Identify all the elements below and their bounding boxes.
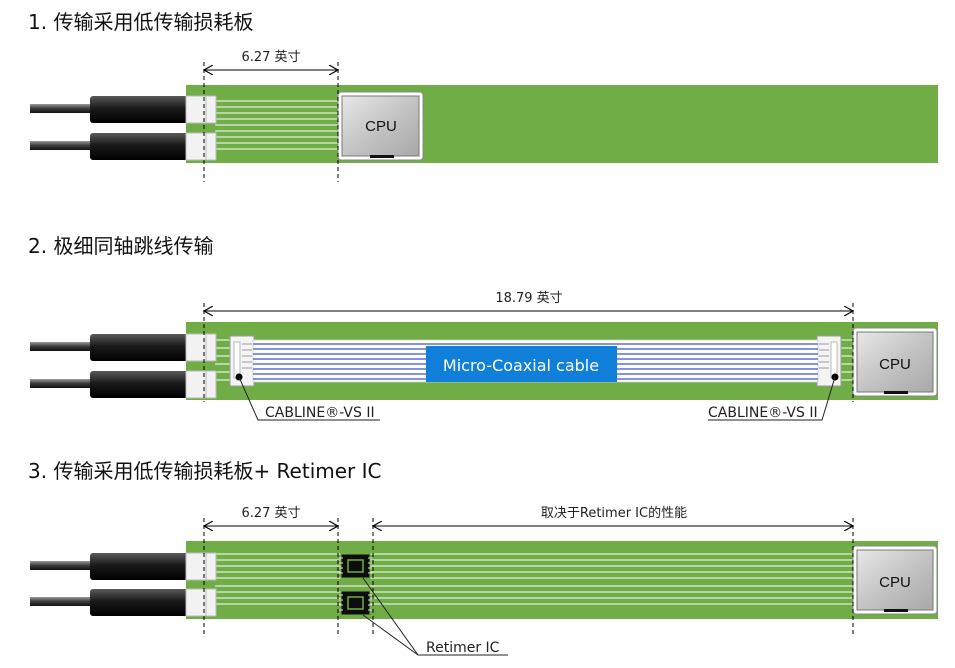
dimension-label: 18.79 英寸 bbox=[495, 291, 562, 306]
retimer-ic-bottom bbox=[339, 590, 372, 616]
signal-traces bbox=[215, 553, 856, 605]
section-3-title: 3. 传输采用低传输损耗板+ Retimer IC bbox=[28, 459, 382, 483]
dimension-label: 6.27 英寸 bbox=[241, 50, 300, 65]
cable-assembly-top bbox=[30, 333, 217, 362]
cpu-label: CPU bbox=[365, 118, 397, 135]
cable-assembly-bottom bbox=[30, 132, 217, 161]
section-2-title: 2. 极细同轴跳线传输 bbox=[28, 234, 213, 258]
cpu-label: CPU bbox=[879, 356, 911, 373]
section-3-dimension-left: 6.27 英寸 bbox=[204, 506, 338, 526]
connector-label-right: CABLINE®-VS II bbox=[708, 405, 818, 421]
dimension-label: 取决于Retimer IC的性能 bbox=[541, 505, 687, 521]
section-1-title: 1. 传输采用低传输损耗板 bbox=[28, 10, 253, 34]
connector-callouts bbox=[238, 376, 836, 421]
cpu-label: CPU bbox=[879, 574, 911, 591]
cpu-chip: CPU bbox=[852, 545, 938, 615]
guide-lines bbox=[203, 62, 339, 182]
cable-banner bbox=[426, 346, 617, 382]
cable-assembly-bottom bbox=[30, 370, 217, 399]
section-1: 1. 传输采用低传输损耗板 6.27 英寸 bbox=[28, 10, 938, 182]
cpu-chip: CPU bbox=[337, 91, 424, 161]
signal-traces bbox=[215, 100, 340, 150]
connector-label-left: CABLINE®-VS II bbox=[265, 405, 375, 421]
section-3-dimension-right: 取决于Retimer IC的性能 bbox=[373, 505, 853, 526]
connector-right bbox=[816, 335, 842, 387]
cable-assembly-top bbox=[30, 552, 217, 581]
cable-assembly-top bbox=[30, 95, 217, 124]
guide-lines bbox=[203, 518, 854, 634]
pcb-board bbox=[186, 85, 938, 163]
retimer-label: Retimer IC bbox=[426, 640, 500, 656]
cable-label: Micro-Coaxial cable bbox=[443, 356, 599, 375]
micro-coaxial-cable: Micro-Coaxial cable bbox=[252, 339, 819, 383]
connector-left bbox=[229, 335, 255, 387]
pcb-board bbox=[186, 541, 938, 619]
section-3: 3. 传输采用低传输损耗板+ Retimer IC 6.27 英寸 取决于Ret… bbox=[28, 459, 938, 656]
section-1-dimension: 6.27 英寸 bbox=[204, 50, 338, 70]
retimer-ic-top bbox=[339, 553, 372, 579]
cpu-chip: CPU bbox=[852, 327, 938, 397]
section-2: 2. 极细同轴跳线传输 18.79 英寸 bbox=[28, 234, 938, 421]
retimer-callouts bbox=[362, 577, 508, 656]
dimension-label: 6.27 英寸 bbox=[241, 506, 300, 521]
guide-lines bbox=[203, 303, 854, 402]
section-2-dimension: 18.79 英寸 bbox=[204, 291, 853, 311]
cable-assembly-bottom bbox=[30, 588, 217, 617]
